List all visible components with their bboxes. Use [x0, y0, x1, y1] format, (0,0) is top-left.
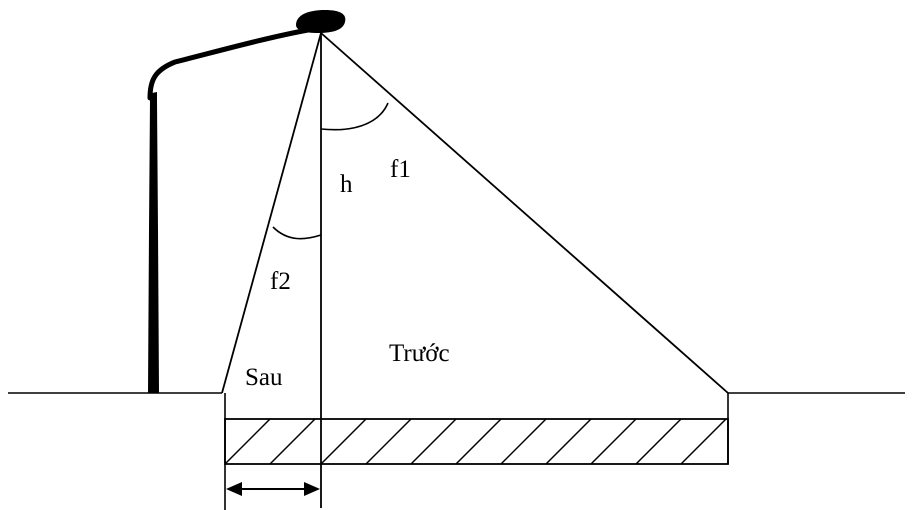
front-side-label: Trước — [389, 340, 450, 367]
lamp-head — [296, 10, 346, 33]
lamp-arm — [147, 27, 311, 101]
front-light-edge — [320, 32, 729, 394]
street-lamp-icon — [147, 10, 346, 393]
front-angle-arc — [320, 102, 389, 131]
lamp-pole — [148, 92, 159, 393]
road-hatch — [224, 418, 727, 465]
back-side-label: Sau — [245, 364, 283, 391]
back-angle-arc — [272, 226, 322, 240]
back-light-edge — [221, 32, 322, 394]
height-label: h — [340, 171, 353, 198]
front-angle-label: f1 — [390, 156, 411, 183]
back-width-arrow — [226, 482, 320, 496]
road-section — [224, 393, 729, 510]
back-angle-label: f2 — [270, 268, 291, 295]
